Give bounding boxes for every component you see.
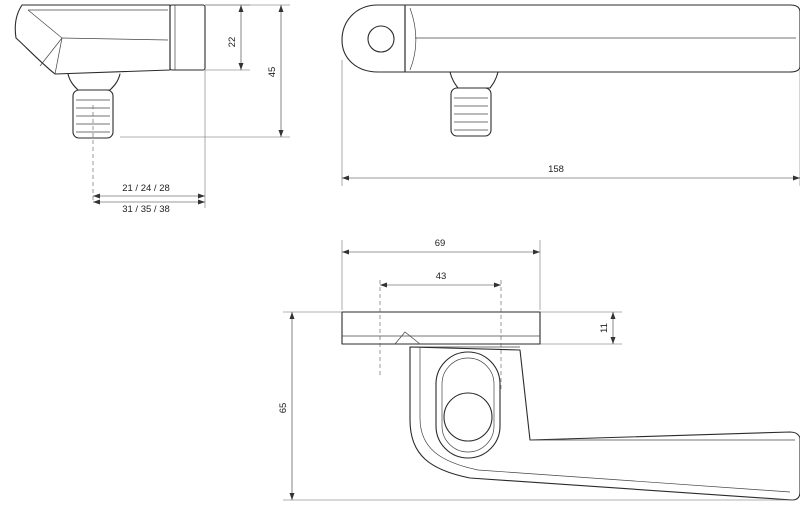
top-view-dimensions: [341, 60, 800, 186]
dim-label-69: 69: [435, 238, 446, 249]
dim-label-45: 45: [267, 67, 278, 78]
dim-label-65: 65: [278, 403, 289, 414]
side-view-dimensions: [93, 4, 290, 208]
dim-label-158: 158: [548, 164, 564, 175]
side-view: [14, 4, 206, 200]
top-view: [341, 4, 800, 137]
dim-label-22: 22: [227, 37, 238, 48]
dim-label-11: 11: [599, 323, 610, 333]
dim-label-spindle-offset-short: 21 / 24 / 28: [122, 183, 170, 194]
dim-label-spindle-offset-long: 31 / 35 / 38: [122, 204, 170, 215]
front-view: [341, 280, 800, 501]
front-view-dimensions: [283, 240, 795, 501]
dim-label-43: 43: [436, 271, 447, 282]
